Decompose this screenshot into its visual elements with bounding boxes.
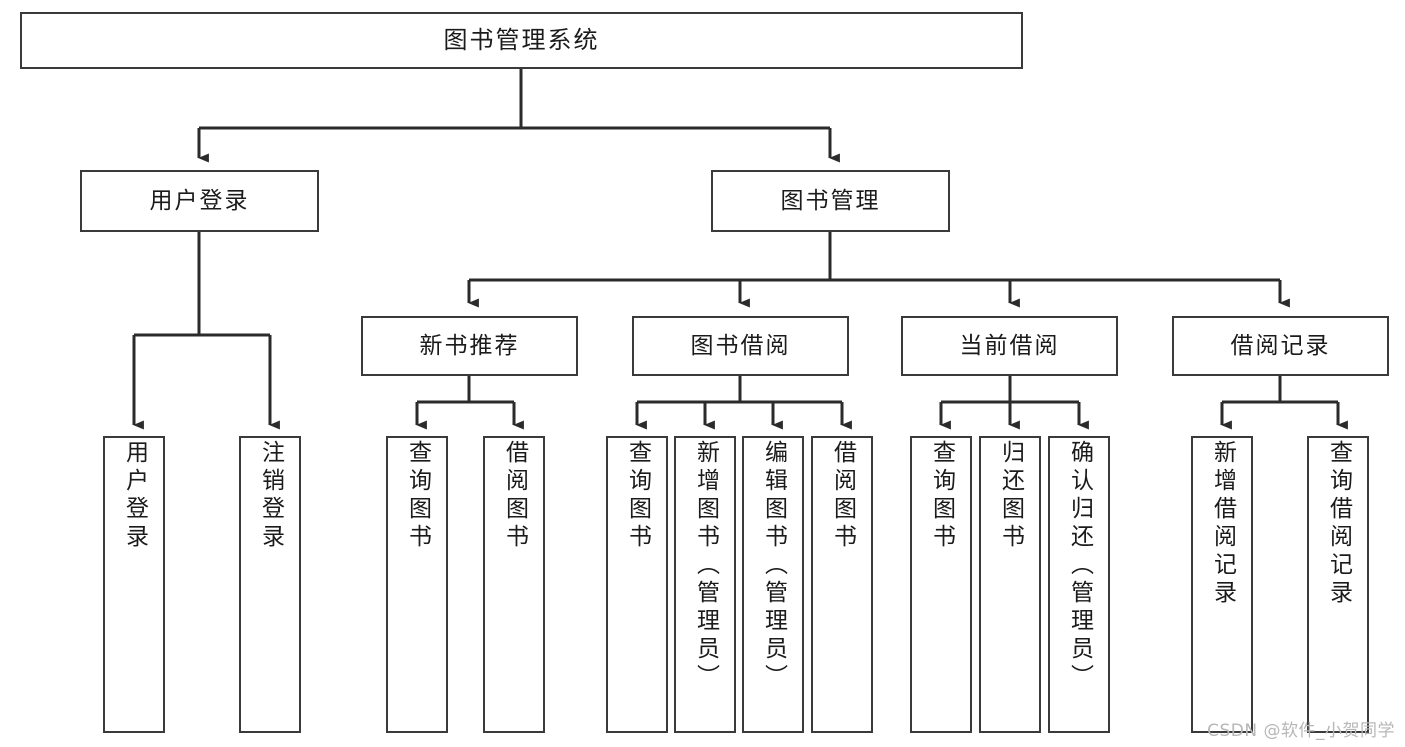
- node-leaf-borrow-edit[interactable]: 编辑图书（管理员）: [742, 436, 804, 733]
- node-leaf-borrow-edit-label: 编辑图书（管理员）: [760, 440, 787, 692]
- node-leaf-user-login-label: 用户登录: [121, 440, 148, 552]
- node-leaf-borrow-query-label: 查询图书: [624, 440, 651, 552]
- node-leaf-rec-add[interactable]: 新增借阅记录: [1191, 436, 1253, 733]
- node-leaf-rec-query-label: 查询图书: [404, 440, 431, 552]
- node-leaf-user-logout[interactable]: 注销登录: [239, 436, 301, 733]
- node-leaf-rec-query2[interactable]: 查询借阅记录: [1307, 436, 1369, 733]
- node-leaf-rec-query2-label: 查询借阅记录: [1325, 440, 1352, 608]
- node-leaf-cur-return-label: 归还图书: [997, 440, 1024, 552]
- node-leaf-rec-add-label: 新增借阅记录: [1209, 440, 1236, 608]
- node-leaf-cur-query[interactable]: 查询图书: [910, 436, 972, 733]
- node-book-borrow-label: 图书借阅: [690, 332, 791, 359]
- node-leaf-borrow-query[interactable]: 查询图书: [606, 436, 668, 733]
- node-root-label: 图书管理系统: [443, 25, 600, 54]
- csdn-watermark: CSDN @软件_小贺同学: [1207, 721, 1395, 741]
- node-borrow-record-label: 借阅记录: [1230, 332, 1331, 359]
- node-current-borrow-label: 当前借阅: [959, 332, 1060, 359]
- node-book-manage-label: 图书管理: [780, 187, 881, 214]
- node-leaf-rec-borrow[interactable]: 借阅图书: [483, 436, 545, 733]
- node-leaf-borrow-lend[interactable]: 借阅图书: [811, 436, 873, 733]
- node-book-manage[interactable]: 图书管理: [711, 170, 950, 232]
- node-book-borrow[interactable]: 图书借阅: [632, 316, 849, 376]
- node-leaf-cur-confirm-label: 确认归还（管理员）: [1066, 440, 1093, 692]
- node-user-login[interactable]: 用户登录: [80, 170, 319, 232]
- node-leaf-borrow-add[interactable]: 新增图书（管理员）: [674, 436, 736, 733]
- node-leaf-user-logout-label: 注销登录: [257, 440, 284, 552]
- node-leaf-user-login[interactable]: 用户登录: [103, 436, 165, 733]
- node-new-book-rec-label: 新书推荐: [419, 332, 520, 359]
- node-borrow-record[interactable]: 借阅记录: [1172, 316, 1389, 376]
- node-current-borrow[interactable]: 当前借阅: [901, 316, 1118, 376]
- node-new-book-rec[interactable]: 新书推荐: [361, 316, 578, 376]
- node-user-login-label: 用户登录: [149, 187, 250, 214]
- node-leaf-borrow-add-label: 新增图书（管理员）: [692, 440, 719, 692]
- node-leaf-borrow-lend-label: 借阅图书: [829, 440, 856, 552]
- node-leaf-rec-borrow-label: 借阅图书: [501, 440, 528, 552]
- node-root[interactable]: 图书管理系统: [20, 12, 1023, 69]
- node-leaf-cur-query-label: 查询图书: [928, 440, 955, 552]
- node-leaf-cur-confirm[interactable]: 确认归还（管理员）: [1048, 436, 1110, 733]
- node-leaf-rec-query[interactable]: 查询图书: [386, 436, 448, 733]
- node-leaf-cur-return[interactable]: 归还图书: [979, 436, 1041, 733]
